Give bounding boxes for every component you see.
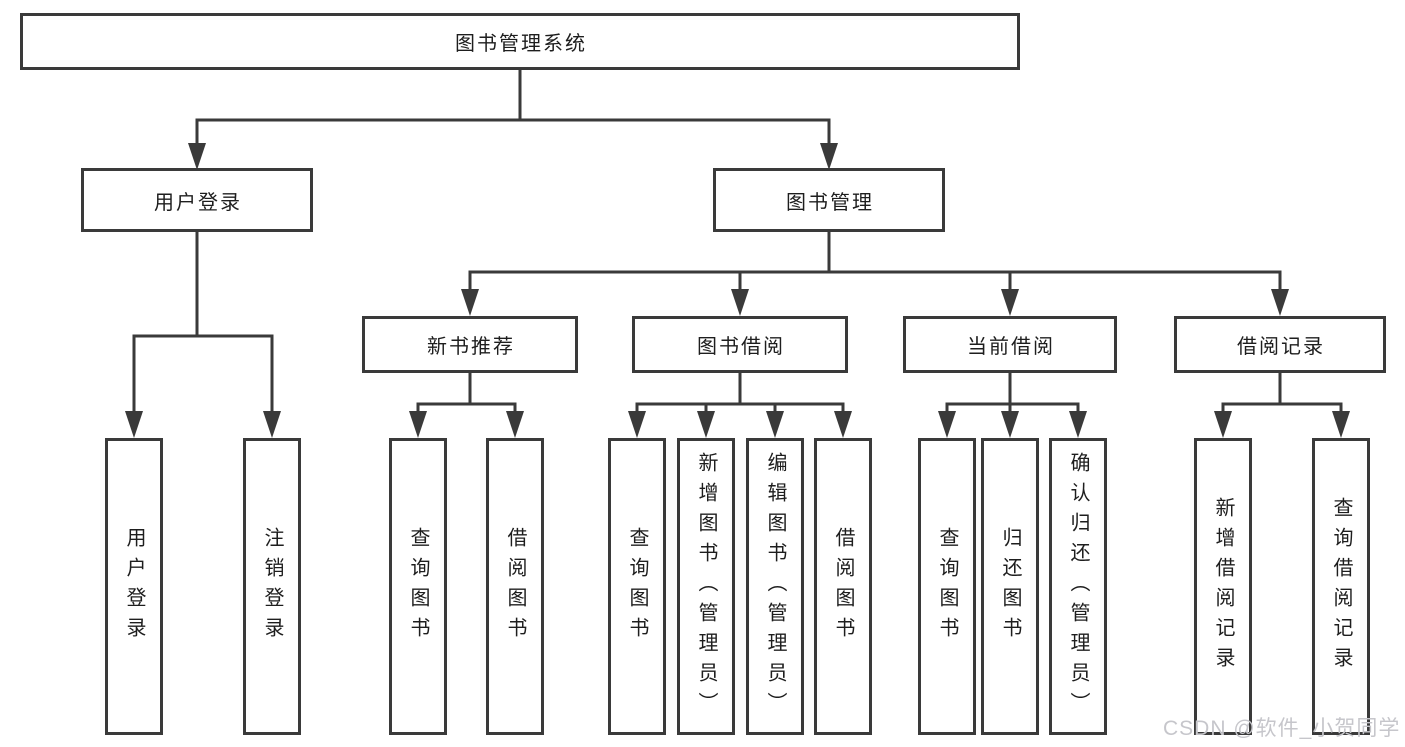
leaf-confirm-return-admin: 确认归还（管理员）	[1049, 438, 1107, 735]
leaf-return-book-label: 归还图书	[999, 526, 1021, 647]
node-current-borrowing: 当前借阅	[903, 316, 1117, 373]
leaf-add-book-admin-label: 新增图书（管理员）	[695, 451, 717, 722]
node-new-book-recommend-label: 新书推荐	[427, 336, 515, 358]
leaf-query-books-current: 查询图书	[918, 438, 976, 735]
leaf-edit-book-admin-label: 编辑图书（管理员）	[764, 451, 786, 722]
leaf-logout-label: 注销登录	[261, 526, 283, 647]
node-library-system: 图书管理系统	[20, 13, 1020, 70]
leaf-query-borrow-record-label: 查询借阅记录	[1330, 496, 1352, 677]
leaf-return-book: 归还图书	[981, 438, 1039, 735]
leaf-query-books-borrowing-label: 查询图书	[626, 526, 648, 647]
leaf-logout: 注销登录	[243, 438, 301, 735]
node-user-login: 用户登录	[81, 168, 313, 232]
leaf-query-books-current-label: 查询图书	[936, 526, 958, 647]
node-user-login-label: 用户登录	[154, 191, 242, 214]
leaf-query-borrow-record: 查询借阅记录	[1312, 438, 1370, 735]
node-borrowing-records: 借阅记录	[1174, 316, 1386, 373]
leaf-user-login: 用户登录	[105, 438, 163, 735]
leaf-borrow-books-recommend-label: 借阅图书	[504, 526, 526, 647]
node-book-management-label: 图书管理	[786, 191, 874, 214]
node-book-management: 图书管理	[713, 168, 945, 232]
node-library-system-label: 图书管理系统	[455, 33, 587, 55]
node-new-book-recommend: 新书推荐	[362, 316, 578, 373]
leaf-user-login-label: 用户登录	[123, 526, 145, 647]
arrowheads	[125, 143, 1350, 438]
leaf-add-book-admin: 新增图书（管理员）	[677, 438, 735, 735]
leaf-query-books-recommend-label: 查询图书	[407, 526, 429, 647]
leaf-confirm-return-admin-label: 确认归还（管理员）	[1067, 451, 1089, 722]
node-current-borrowing-label: 当前借阅	[967, 336, 1055, 358]
leaf-edit-book-admin: 编辑图书（管理员）	[746, 438, 804, 735]
node-book-borrowing-label: 图书借阅	[697, 336, 785, 358]
leaf-borrow-books-recommend: 借阅图书	[486, 438, 544, 735]
leaf-add-borrow-record: 新增借阅记录	[1194, 438, 1252, 735]
leaf-query-books-recommend: 查询图书	[389, 438, 447, 735]
leaf-borrow-books-borrowing: 借阅图书	[814, 438, 872, 735]
leaf-add-borrow-record-label: 新增借阅记录	[1212, 496, 1234, 677]
leaf-borrow-books-borrowing-label: 借阅图书	[832, 526, 854, 647]
node-borrowing-records-label: 借阅记录	[1237, 336, 1325, 358]
node-book-borrowing: 图书借阅	[632, 316, 848, 373]
leaf-query-books-borrowing: 查询图书	[608, 438, 666, 735]
